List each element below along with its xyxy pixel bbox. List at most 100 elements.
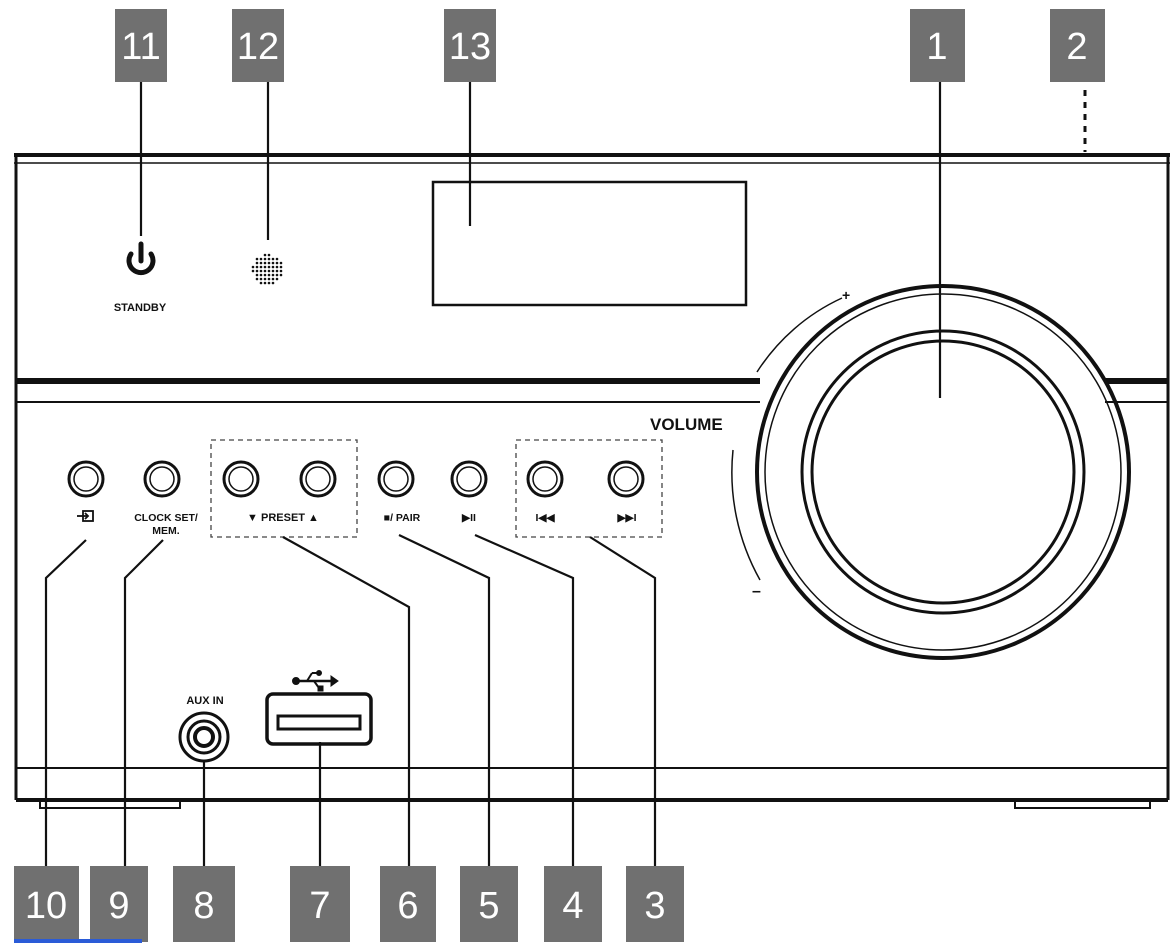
callout-3: 3 [626,866,684,942]
previous-button[interactable] [526,460,564,498]
grille-dot [251,269,255,273]
preset-label: ▼ PRESET ▲ [247,512,319,524]
grille-dot [259,265,263,269]
volume-minus-label: – [752,583,761,600]
grille-dot [259,273,263,277]
clock-set-label-line2: MEM. [152,525,179,537]
aux-in-label: AUX IN [186,695,223,707]
svg-text:3: 3 [644,885,665,927]
callout-4: 4 [544,866,602,942]
skip-group-box [515,439,663,538]
grille-dot [271,257,275,261]
grille-dot [279,273,283,277]
grille-dot [259,281,263,285]
svg-text:2: 2 [1066,26,1087,68]
svg-text:7: 7 [309,885,330,927]
grille-dot [263,265,267,269]
grille-dot [275,269,279,273]
stop-pair-button[interactable] [377,460,415,498]
svg-text:8: 8 [193,885,214,927]
grille-dot [255,273,259,277]
play-pause-label: ▶II [461,512,476,524]
display-window [431,180,748,307]
volume-label: VOLUME [650,415,723,434]
grille-dot [255,277,259,281]
grille-dot [267,281,271,285]
grille-dot [275,257,279,261]
grille-dot [275,273,279,277]
svg-text:1: 1 [926,26,947,68]
grille-dot [267,265,271,269]
grille-dot [263,261,267,265]
callout-2: 2 [1050,9,1105,82]
callout-11: 11 [115,9,167,82]
grille-dot [279,269,283,273]
callout-7: 7 [290,866,350,942]
callout-13: 13 [444,9,496,82]
grille-dot [267,277,271,281]
grille-dot [271,277,275,281]
callout-1: 1 [910,9,965,82]
play-pause-button[interactable] [450,460,488,498]
grille-dot [251,265,255,269]
svg-text:4: 4 [562,885,583,927]
grille-dot [271,265,275,269]
aux-in-jack[interactable] [178,711,230,763]
standby-label: STANDBY [114,302,167,314]
next-label: ▶▶I [616,512,636,524]
grille-dot [263,253,267,257]
callout-8: 8 [173,866,235,942]
callout-5: 5 [460,866,518,942]
svg-text:12: 12 [237,26,279,68]
device-body [14,153,1170,809]
grille-dot [267,269,271,273]
power-icon [126,241,156,276]
svg-text:6: 6 [397,885,418,927]
source-button[interactable] [67,460,105,498]
grille-dot [263,281,267,285]
standby-button[interactable]: STANDBY [114,241,167,314]
grille-dot [267,257,271,261]
grille-dot [255,265,259,269]
callout-6: 6 [380,866,436,942]
grille-dot [271,261,275,265]
grille-dot [259,257,263,261]
stop-pair-label: ■/ PAIR [384,512,421,524]
svg-text:13: 13 [449,26,491,68]
speaker-grille-icon [251,253,283,285]
svg-text:10: 10 [25,885,67,927]
previous-label: I◀◀ [535,512,555,524]
grille-dot [279,261,283,265]
svg-text:9: 9 [108,885,129,927]
grille-dot [263,257,267,261]
svg-text:5: 5 [478,885,499,927]
leader-lines [44,82,942,866]
grille-dot [271,273,275,277]
grille-dot [275,261,279,265]
grille-dot [275,277,279,281]
usb-port[interactable] [265,692,373,746]
grille-dot [263,273,267,277]
usb-icon [292,670,339,692]
preset-up-button[interactable] [299,460,337,498]
grille-dot [255,261,259,265]
grille-dot [279,265,283,269]
grille-dot [271,269,275,273]
volume-plus-label: + [842,287,850,303]
grille-dot [263,269,267,273]
callout-12: 12 [232,9,284,82]
callout-9: 9 [90,866,148,942]
source-input-icon [77,510,94,522]
clock-set-button[interactable] [143,460,181,498]
preset-down-button[interactable] [222,460,260,498]
grille-dot [255,269,259,273]
grille-dot [263,277,267,281]
grille-dot [267,261,271,265]
grille-dot [271,281,275,285]
next-button[interactable] [607,460,645,498]
grille-dot [259,277,263,281]
callout-10: 10 [14,866,79,942]
volume-knob[interactable] [731,284,1131,660]
clock-set-label-line1: CLOCK SET/ [134,512,198,524]
grille-dot [275,265,279,269]
